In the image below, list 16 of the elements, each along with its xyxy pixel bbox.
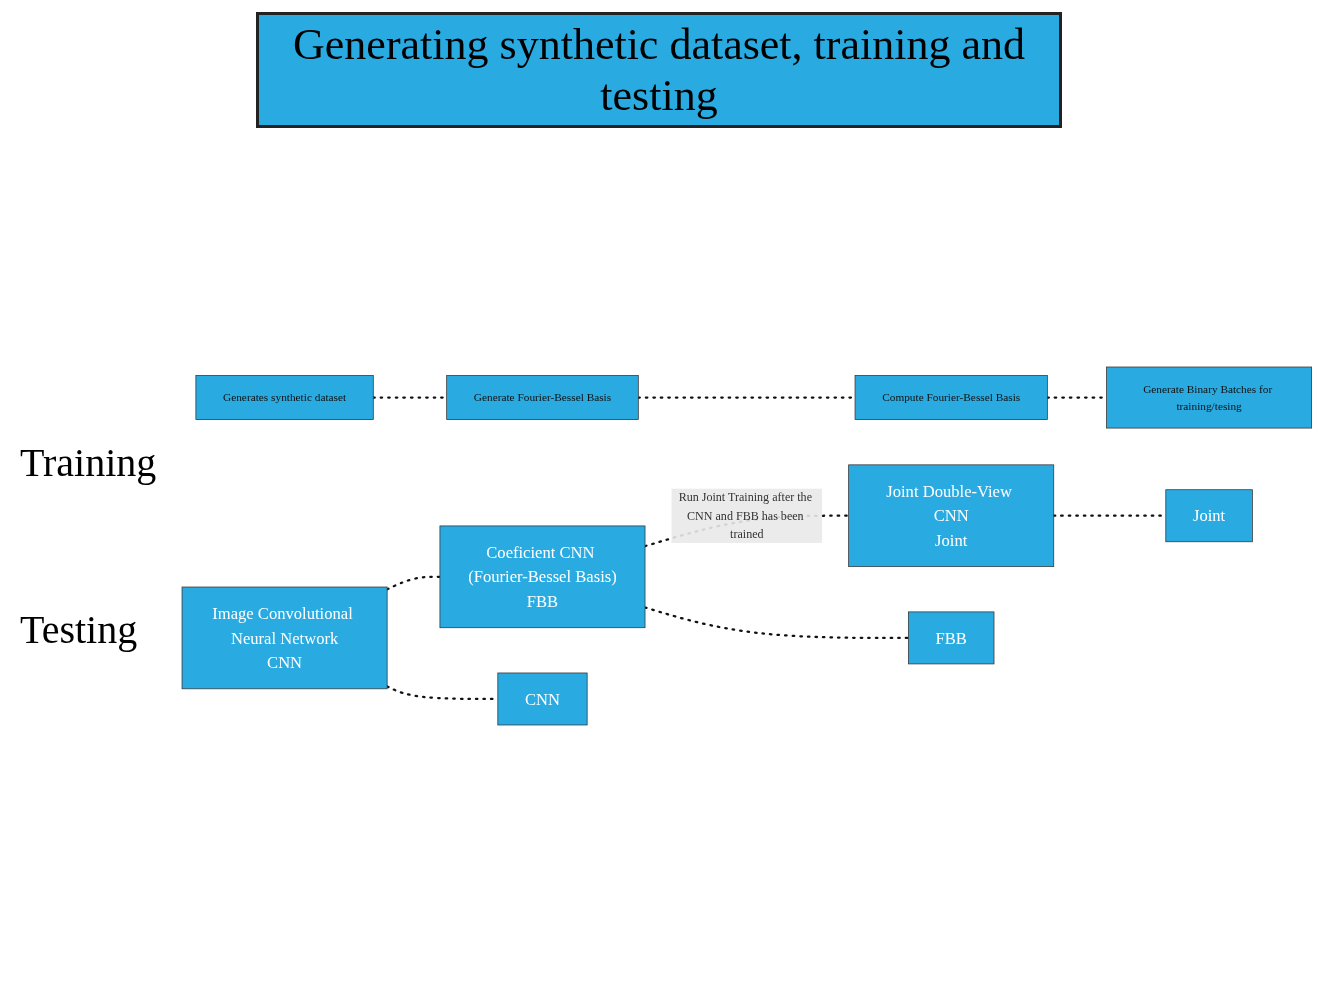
node-box: Joint [1165, 489, 1254, 543]
row-label: Training [20, 439, 157, 486]
node-box: CNN [497, 672, 588, 726]
node-box: Generate Fourier-Bessel Basis [446, 375, 639, 420]
title: Generating synthetic dataset, training and testing [256, 12, 1062, 128]
node-box: FBB [908, 611, 995, 665]
node-box: Compute Fourier-Bessel Basis [855, 375, 1049, 420]
node-box: Image Convolutional Neural Network CNN [182, 586, 388, 690]
edge-label: Run Joint Training after the CNN and FBB has been trained [678, 490, 813, 540]
node-box: Generate Binary Batches for training/tesing [1106, 366, 1313, 429]
connector [386, 575, 442, 591]
connector [644, 606, 910, 640]
node-box: Coeficient CNN (Fourier-Bessel Basis) FBB [439, 525, 646, 629]
node-box: Joint Double-View CNN Joint [848, 464, 1055, 567]
row-label: Testing [20, 606, 139, 653]
node-box: Generates synthetic dataset [195, 375, 374, 420]
